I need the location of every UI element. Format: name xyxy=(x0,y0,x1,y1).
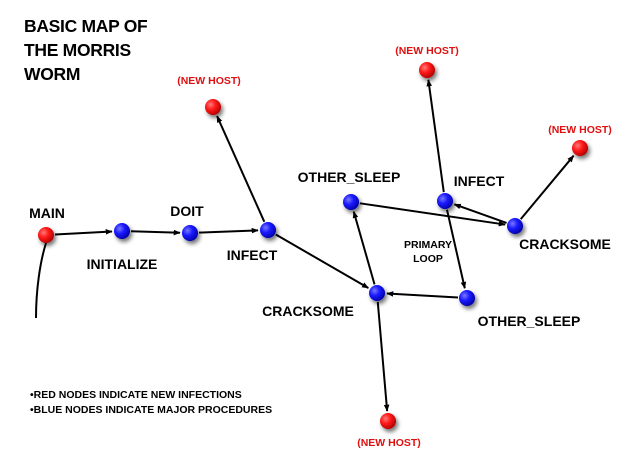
node-label-new-host-1: (NEW HOST) xyxy=(177,75,241,87)
node-label-infect-1: INFECT xyxy=(227,247,278,263)
edge-infect_1-to-cracksome_1 xyxy=(275,233,369,289)
node-doit xyxy=(182,225,198,241)
labels-layer: MAIN INITIALIZE DOIT INFECT (NEW HOST) CRACKS… xyxy=(29,45,612,449)
legend-notes: •RED NODES INDICATE NEW INFECTIONS •BLUE… xyxy=(30,388,272,418)
node-label-main: MAIN xyxy=(29,205,65,221)
edge-infect_1-to-new_host_1 xyxy=(216,115,266,223)
node-other-sleep-1 xyxy=(343,194,359,210)
edge-infect_2-to-new_host_4 xyxy=(426,79,445,193)
node-new-host-2 xyxy=(380,413,396,429)
edges-layer xyxy=(35,79,575,412)
legend-note-blue: •BLUE NODES INDICATE MAJOR PROCEDURES xyxy=(30,404,273,416)
node-infect-1 xyxy=(260,222,276,238)
edge-cracksome_1-to-other_sleep_1 xyxy=(352,210,376,285)
node-label-new-host-3: (NEW HOST) xyxy=(548,124,612,136)
edge-main-tail xyxy=(35,242,47,319)
edge-cracksome_1-to-new_host_2 xyxy=(376,301,390,412)
edge-other_sleep_2-to-cracksome_1 xyxy=(386,291,459,299)
nodes-layer xyxy=(38,62,588,429)
node-new-host-1 xyxy=(205,99,221,115)
node-new-host-4 xyxy=(419,62,435,78)
node-label-doit: DOIT xyxy=(170,203,204,219)
node-label-infect-2: INFECT xyxy=(454,173,505,189)
edge-doit-to-infect_1 xyxy=(198,227,259,234)
node-main xyxy=(38,227,54,243)
node-label-cracksome-2: CRACKSOME xyxy=(519,236,611,252)
edge-cracksome_2-to-new_host_3 xyxy=(519,155,575,220)
edge-other_sleep_1-to-cracksome_2 xyxy=(359,202,506,227)
diagram-title: BASIC MAP OF THE MORRIS WORM xyxy=(24,16,148,84)
node-label-other-sleep-2: OTHER_SLEEP xyxy=(478,313,581,329)
node-infect-2 xyxy=(437,193,453,209)
node-label-other-sleep-1: OTHER_SLEEP xyxy=(298,169,401,185)
node-cracksome-1 xyxy=(369,285,385,301)
node-label-cracksome-1: CRACKSOME xyxy=(262,303,354,319)
node-label-new-host-4: (NEW HOST) xyxy=(395,45,459,57)
node-other-sleep-2 xyxy=(459,290,475,306)
node-cracksome-2 xyxy=(507,218,523,234)
edge-initialize-to-doit xyxy=(130,229,181,236)
edge-cracksome_2-to-infect_2 xyxy=(453,203,507,224)
node-initialize xyxy=(114,223,130,239)
edge-main-to-initialize xyxy=(54,229,113,236)
node-label-initialize: INITIALIZE xyxy=(87,256,158,272)
node-new-host-3 xyxy=(572,140,588,156)
node-label-new-host-2: (NEW HOST) xyxy=(357,437,421,449)
edge-infect_2-to-other_sleep_2 xyxy=(446,209,467,289)
legend-note-red: •RED NODES INDICATE NEW INFECTIONS xyxy=(30,389,242,401)
